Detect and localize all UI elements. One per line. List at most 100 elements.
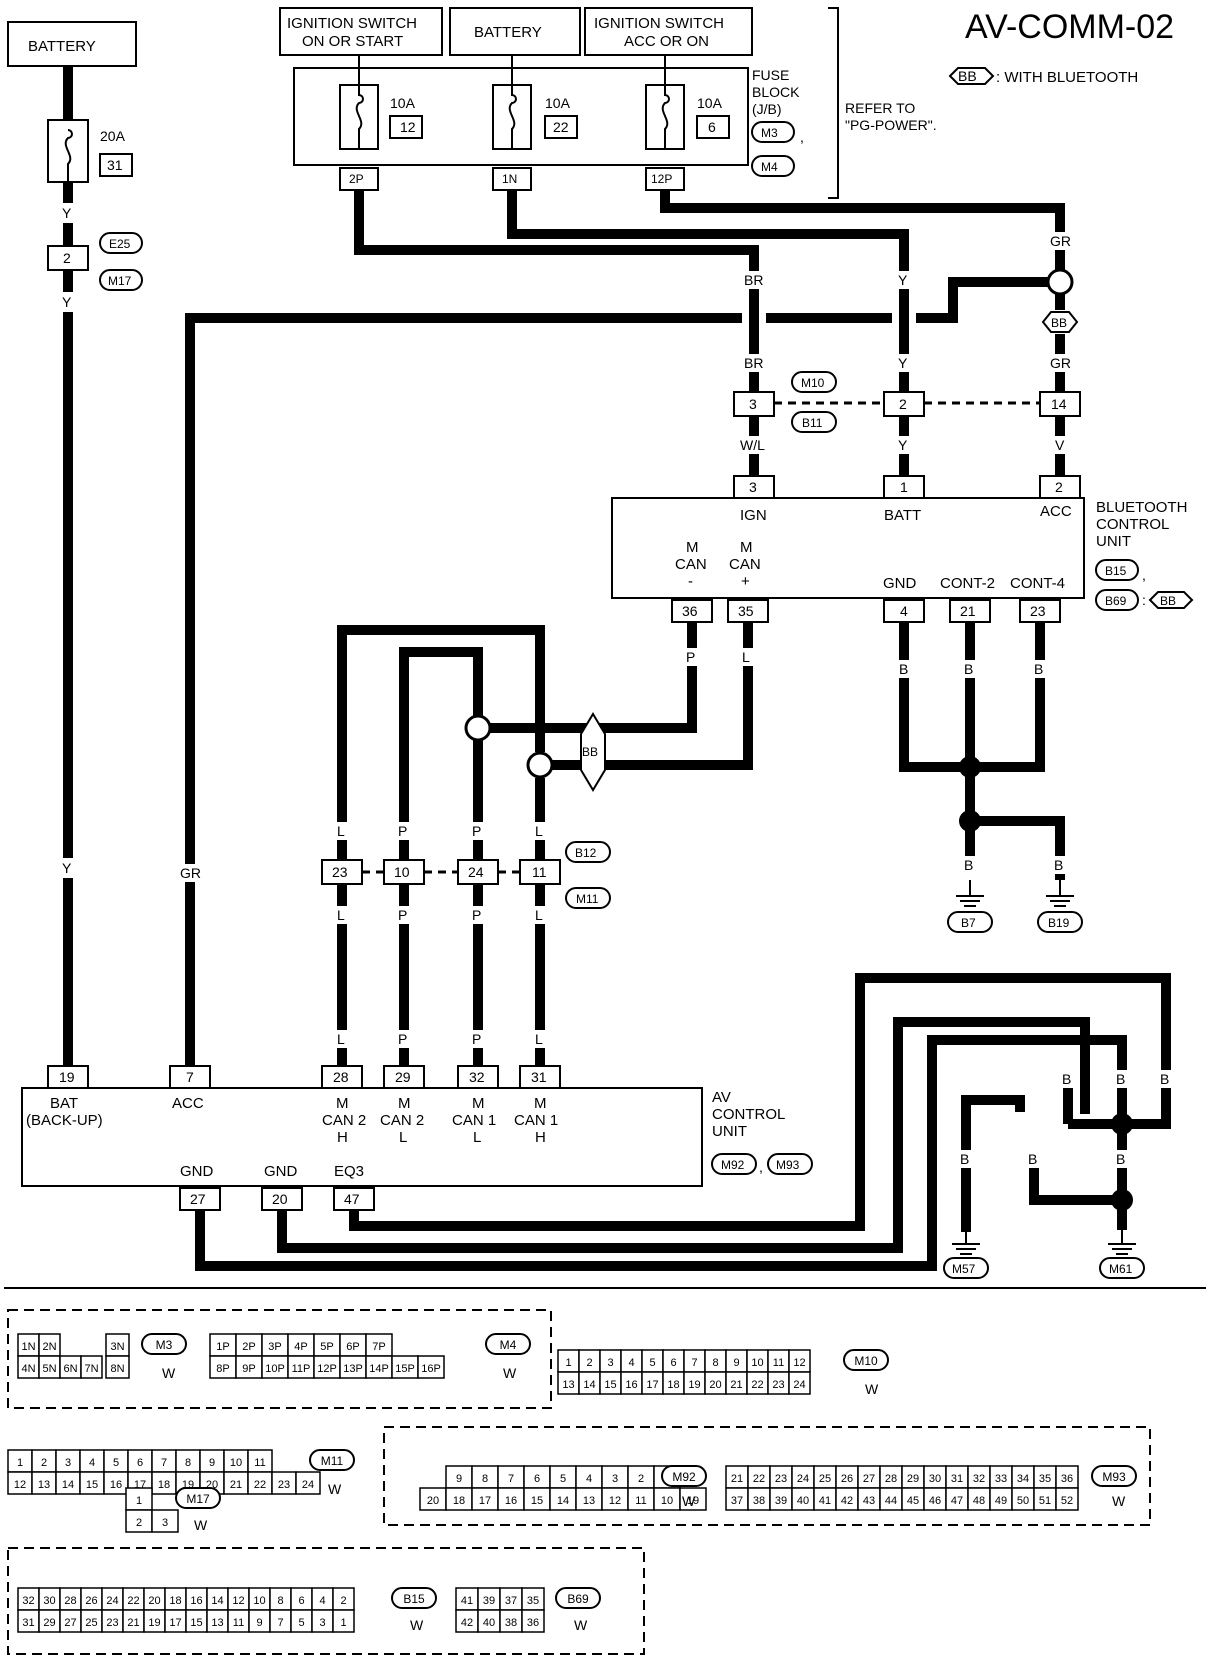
bb-label-gr: BB [1051, 316, 1067, 330]
pin-label: 17 [646, 1379, 658, 1391]
ground-b19-symbol [1046, 880, 1074, 907]
connector-view-name: M93 [1102, 1470, 1126, 1484]
wire-l-mcan-plus [540, 622, 753, 770]
connector-view-color: W [865, 1381, 879, 1397]
fuse-12-num: 12 [400, 119, 416, 135]
av-mcan1h-1: M [534, 1095, 547, 1112]
pin-label: 13 [583, 1495, 595, 1507]
wire-color-l5: L [535, 907, 543, 923]
pin-label: 25 [85, 1617, 97, 1629]
connector-view-color: W [503, 1365, 517, 1381]
pin-label: 4 [628, 1357, 634, 1369]
pin-label: 25 [819, 1473, 831, 1485]
wire-color-p6: P [398, 1031, 407, 1047]
pin-label: 8N [110, 1363, 124, 1375]
m17-label: M17 [108, 274, 132, 288]
fuse-22-amp: 10A [545, 95, 571, 111]
pin-label: 47 [951, 1495, 963, 1507]
connector-view-name: M10 [854, 1354, 878, 1368]
bt-pin-3-label: 3 [749, 479, 757, 495]
pin-label: 26 [841, 1473, 853, 1485]
pin-label: 2N [42, 1341, 56, 1353]
pin-label: 15 [604, 1379, 616, 1391]
connector-view-badge [1091, 1465, 1137, 1487]
pin-label: 13 [211, 1617, 223, 1629]
wire-color-b8: B [1160, 1071, 1169, 1087]
bt-pin-36-label: 36 [682, 603, 698, 619]
wire-color-wl: W/L [740, 437, 765, 453]
ground-b7-symbol [956, 880, 984, 907]
b12-pin-10 [383, 859, 425, 885]
pin-label: 33 [995, 1473, 1007, 1485]
b12-pin-24 [457, 859, 499, 885]
pin-label: 36 [527, 1617, 539, 1629]
bt-pin-23-label: 23 [1030, 603, 1046, 619]
fuse-6-num: 6 [708, 119, 716, 135]
ignition-acc-box [584, 7, 753, 56]
pin-label: 20 [427, 1495, 439, 1507]
pin-label: 12 [14, 1479, 26, 1491]
diagram-title: AV-COMM-02 [965, 8, 1174, 46]
pin-label: 5P [320, 1341, 333, 1353]
m92-badge [711, 1153, 757, 1175]
bt-mcan-minus-3: - [688, 573, 693, 590]
pin-label: 27 [64, 1617, 76, 1629]
av-control-unit [21, 1087, 703, 1187]
av-acc-label: ACC [172, 1095, 204, 1112]
wire-color-p4: P [398, 907, 407, 923]
pin-label: 13 [38, 1479, 50, 1491]
fuse-block-l3: (J/B) [752, 101, 782, 117]
pin-label: 15P [395, 1363, 415, 1375]
ground-m57-symbol [952, 1232, 980, 1255]
pin-label: 22 [127, 1595, 139, 1607]
pin-label: 30 [43, 1595, 55, 1607]
fuse-22-num: 22 [553, 119, 569, 135]
pin-label: 16P [421, 1363, 441, 1375]
pin-label: 32 [973, 1473, 985, 1485]
pin-label: 36 [1061, 1473, 1073, 1485]
pin-label: 31 [951, 1473, 963, 1485]
m61-label: M61 [1109, 1262, 1133, 1276]
connector-view-badge [555, 1587, 601, 1609]
connector-view-name: M92 [672, 1470, 696, 1484]
bt-pin-1-label: 1 [900, 479, 908, 495]
splice-gr [1046, 268, 1074, 296]
connector-view-badge [141, 1333, 187, 1355]
pin-label: 7N [84, 1363, 98, 1375]
pin-label: 2 [41, 1457, 47, 1469]
pin-label: 14 [62, 1479, 74, 1491]
pin-label: 5N [42, 1363, 56, 1375]
pin-label: 15 [190, 1617, 202, 1629]
av-pin-29-label: 29 [395, 1069, 411, 1085]
pin-cell [679, 1487, 707, 1511]
pin-label: 21 [230, 1479, 242, 1491]
pin-label: 10 [230, 1457, 242, 1469]
pin-label: 3 [65, 1457, 71, 1469]
refer-bracket [828, 7, 839, 199]
av-mcan2h-1: M [336, 1095, 349, 1112]
wire-color-gr2: GR [1050, 355, 1071, 371]
pin-label: 14 [583, 1379, 595, 1391]
pin-label: 15 [531, 1495, 543, 1507]
wire-b-cont4 [970, 622, 1045, 772]
pin-label: 24 [302, 1479, 314, 1491]
pin-label: 3 [319, 1617, 325, 1629]
bt-acc-label: ACC [1040, 503, 1072, 520]
bt-pin-4-label: 4 [900, 603, 908, 619]
pin-label: 6 [298, 1595, 304, 1607]
pin-label: 23 [775, 1473, 787, 1485]
bb-badge-gr [1041, 311, 1079, 333]
b11-badge [791, 411, 837, 433]
pin-label: 40 [483, 1617, 495, 1629]
pin-label: 38 [753, 1495, 765, 1507]
fuse-6-element [661, 55, 670, 150]
bt-name-l3: UNIT [1096, 533, 1131, 550]
m57-label: M57 [952, 1262, 976, 1276]
pin-cell [295, 1471, 321, 1495]
ignition-on-start-box [279, 7, 443, 56]
wire-color-l2: L [337, 823, 345, 839]
